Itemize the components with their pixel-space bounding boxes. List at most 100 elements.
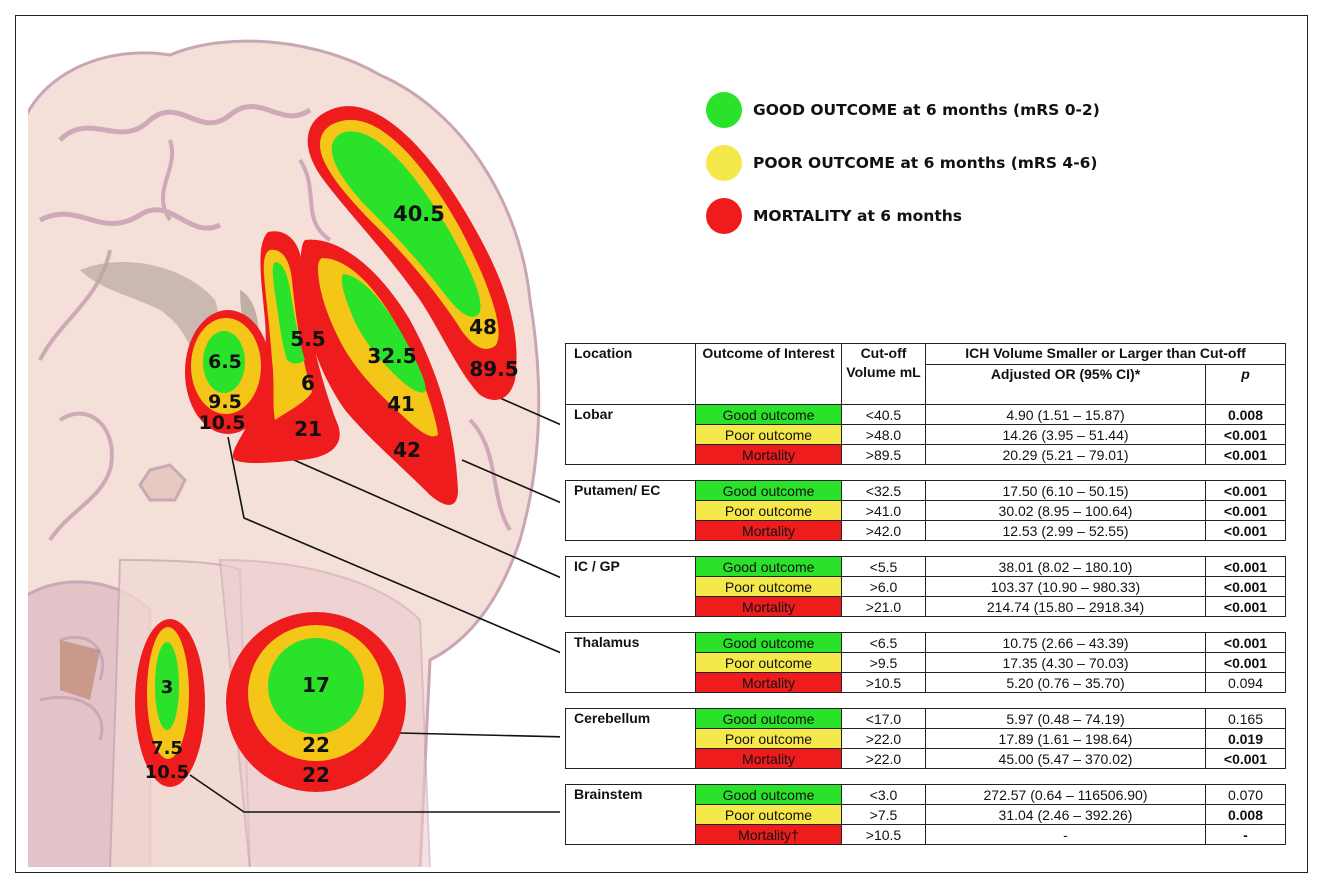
cutoff-cell: >48.0 (841, 424, 926, 445)
cutoff-cell: >22.0 (841, 748, 926, 769)
odds-ratio-cell: 17.35 (4.30 – 70.03) (925, 652, 1206, 673)
icgp-good-zone (272, 262, 305, 364)
odds-ratio-cell: 12.53 (2.99 – 52.55) (925, 520, 1206, 541)
outcome-cell: Poor outcome (695, 804, 842, 825)
brainstem-mortality-label: 10.5 (145, 762, 189, 783)
cutoff-cell: >21.0 (841, 596, 926, 617)
connector-putamen (461, 459, 560, 504)
putamen-good-label: 32.5 (367, 344, 416, 368)
p-value-cell: <0.001 (1205, 520, 1286, 541)
brainstem-good-label: 3 (161, 677, 174, 698)
location-cell: Cerebellum (565, 708, 696, 769)
cutoff-cell: <40.5 (841, 404, 926, 425)
poor-outcome-swatch (706, 145, 742, 181)
cutoff-cell: <3.0 (841, 784, 926, 805)
header-p: p (1204, 363, 1287, 406)
odds-ratio-cell: 31.04 (2.46 – 392.26) (925, 804, 1206, 825)
location-cell: Brainstem (565, 784, 696, 845)
p-value-cell: <0.001 (1205, 500, 1286, 521)
cerebellum-region (226, 612, 406, 792)
outcome-cell: Poor outcome (695, 652, 842, 673)
brainstem-region (135, 619, 205, 787)
cutoff-cell: >22.0 (841, 728, 926, 749)
odds-ratio-cell: 17.50 (6.10 – 50.15) (925, 480, 1206, 501)
cutoff-cell: <32.5 (841, 480, 926, 501)
header-ich-volume: ICH Volume Smaller or Larger than Cut-of… (924, 343, 1287, 365)
p-value-cell: 0.019 (1205, 728, 1286, 749)
p-value-cell: <0.001 (1205, 444, 1286, 465)
legend-item-good: GOOD OUTCOME at 6 months (mRS 0-2) (706, 92, 1100, 128)
outcome-cell: Good outcome (695, 708, 842, 729)
p-value-cell: 0.008 (1205, 804, 1286, 825)
location-cell: IC / GP (565, 556, 696, 617)
lobar-poor-label: 48 (469, 315, 497, 339)
legend-label-mortality: MORTALITY at 6 months (753, 207, 962, 225)
cutoff-cell: >6.0 (841, 576, 926, 597)
odds-ratio-cell: 30.02 (8.95 – 100.64) (925, 500, 1206, 521)
table-row: Mortality†>10.5-- (566, 824, 1286, 845)
brainstem-good-zone (155, 642, 179, 730)
cerebellum-mortality-label: 22 (302, 763, 330, 787)
putamen-good-zone (341, 274, 426, 393)
outcome-cell: Mortality (695, 748, 842, 769)
putamen-mortality-label: 42 (393, 438, 421, 462)
lobar-good-label: 40.5 (393, 202, 445, 226)
cerebellum-good-label: 17 (302, 673, 330, 697)
odds-ratio-cell: 214.74 (15.80 – 2918.34) (925, 596, 1206, 617)
header-cutoff: Cut-off Volume mL (841, 343, 926, 405)
lobar-mortality-label: 89.5 (469, 357, 518, 381)
legend-item-mortality: MORTALITY at 6 months (706, 198, 1100, 234)
cerebellum-good-zone (268, 638, 364, 734)
odds-ratio-cell: 272.57 (0.64 – 116506.90) (925, 784, 1206, 805)
thalamus-poor-label: 9.5 (208, 391, 242, 413)
results-table: Location Outcome of Interest Cut-off Vol… (565, 343, 1287, 845)
thalamus-good-zone (203, 331, 245, 393)
thalamus-region (185, 310, 271, 434)
p-value-cell: <0.001 (1205, 424, 1286, 445)
figure-frame (15, 15, 1308, 873)
outcome-cell: Mortality† (695, 824, 842, 845)
lobar-region (307, 106, 517, 401)
outcome-cell: Mortality (695, 520, 842, 541)
brain-value-labels: 40.5 48 89.5 32.5 41 42 5.5 6 21 6.5 9.5… (145, 202, 519, 787)
odds-ratio-cell: 10.75 (2.66 – 43.39) (925, 632, 1206, 653)
p-value-cell: - (1205, 824, 1286, 845)
cutoff-cell: <17.0 (841, 708, 926, 729)
outcome-cell: Good outcome (695, 480, 842, 501)
cutoff-cell: >7.5 (841, 804, 926, 825)
outcome-cell: Poor outcome (695, 728, 842, 749)
header-adjusted-or: Adjusted OR (95% CI)* (925, 363, 1206, 406)
good-outcome-swatch (706, 92, 742, 128)
p-value-cell: <0.001 (1205, 480, 1286, 501)
odds-ratio-cell: 14.26 (3.95 – 51.44) (925, 424, 1206, 445)
outcome-cell: Good outcome (695, 784, 842, 805)
p-value-cell: <0.001 (1205, 632, 1286, 653)
connector-thalamus (227, 436, 560, 654)
odds-ratio-cell: 103.37 (10.90 – 980.33) (925, 576, 1206, 597)
odds-ratio-cell: 5.97 (0.48 – 74.19) (925, 708, 1206, 729)
outcome-cell: Good outcome (695, 404, 842, 425)
outcome-cell: Poor outcome (695, 424, 842, 445)
cutoff-cell: >41.0 (841, 500, 926, 521)
connector-brainstem (189, 774, 560, 813)
odds-ratio-cell: 45.00 (5.47 – 370.02) (925, 748, 1206, 769)
mortality-swatch (706, 198, 742, 234)
odds-ratio-cell: 38.01 (8.02 – 180.10) (925, 556, 1206, 577)
cutoff-cell: >42.0 (841, 520, 926, 541)
cutoff-cell: >10.5 (841, 672, 926, 693)
icgp-mortality-label: 21 (294, 417, 322, 441)
